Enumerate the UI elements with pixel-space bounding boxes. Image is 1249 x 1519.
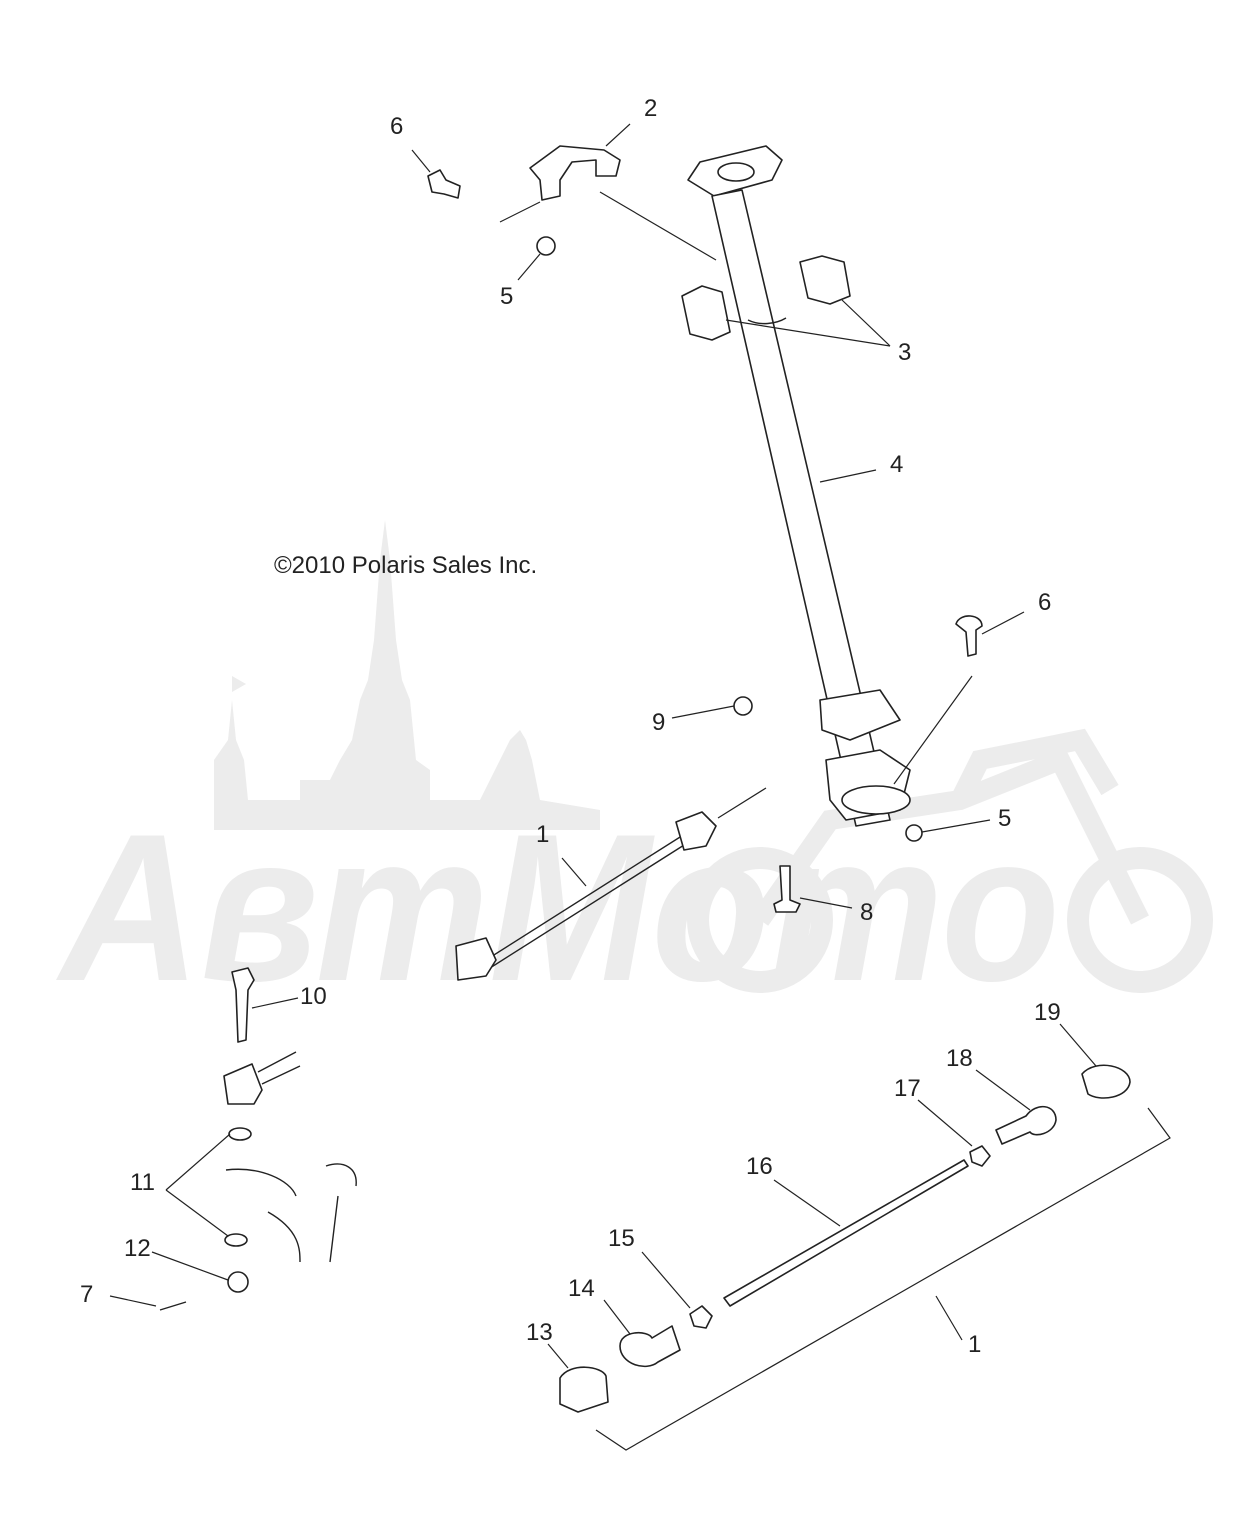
- bolt-part-6a: [427, 169, 461, 199]
- callouts: 2 6 5 3 4 6 9 5 1 8 10 19 18 17 16 11 12…: [80, 95, 1061, 1358]
- ball-joint-part-18: [995, 1105, 1057, 1145]
- nut-part-5a: [536, 236, 556, 256]
- watermark-wheel-right: [1067, 847, 1213, 993]
- callout-16: 16: [746, 1153, 773, 1180]
- nut-part-15: [689, 1305, 713, 1329]
- callout-7: 7: [80, 1281, 93, 1308]
- callout-8: 8: [860, 899, 873, 926]
- watermark-skyline: [214, 520, 600, 830]
- callout-6-right: 6: [1038, 589, 1051, 616]
- bushing-part-3b: [799, 255, 851, 305]
- pin-part-7: [159, 1301, 187, 1311]
- callout-15: 15: [608, 1225, 635, 1252]
- bushing-part-3a: [681, 285, 731, 341]
- tie-rod-assembly: [455, 811, 717, 981]
- nut-part-12: [227, 1271, 249, 1293]
- nut-part-5b: [905, 824, 923, 842]
- callout-1-lower: 1: [968, 1331, 981, 1358]
- callout-13: 13: [526, 1319, 553, 1346]
- callout-17: 17: [894, 1075, 921, 1102]
- callout-14: 14: [568, 1275, 595, 1302]
- nut-part-9: [733, 696, 753, 716]
- watermark-text: АвтМото: [55, 790, 1060, 1025]
- rod-end-left: [223, 1063, 263, 1105]
- steering-post: [687, 145, 911, 827]
- nut-part-17: [969, 1145, 991, 1167]
- callout-12: 12: [124, 1235, 151, 1262]
- callout-5-top: 5: [500, 283, 513, 310]
- callout-18: 18: [946, 1045, 973, 1072]
- callout-10: 10: [300, 983, 327, 1010]
- watermark: АвтМото: [55, 520, 1213, 1025]
- callout-3: 3: [898, 339, 911, 366]
- callout-1-upper: 1: [536, 821, 549, 848]
- spindle-outline: [225, 1163, 357, 1263]
- rod-end-part-13: [559, 1366, 609, 1413]
- bolt-part-10: [231, 967, 255, 1043]
- copyright-text: ©2010 Polaris Sales Inc.: [274, 552, 537, 579]
- callout-5-lower: 5: [998, 805, 1011, 832]
- washer-part-11a: [228, 1127, 252, 1141]
- bolt-part-8: [773, 865, 801, 913]
- callout-4: 4: [890, 451, 903, 478]
- callout-19: 19: [1034, 999, 1061, 1026]
- callout-11: 11: [130, 1169, 155, 1196]
- bolt-part-6b: [955, 615, 983, 657]
- clamp-part-2: [529, 145, 621, 201]
- ball-joint-part-14: [619, 1325, 681, 1368]
- rod-part-16: [723, 1159, 969, 1307]
- watermark-bike-frame: [751, 728, 1149, 926]
- callout-6-top: 6: [390, 113, 403, 140]
- watermark-wheel-left: [687, 847, 833, 993]
- rod-end-part-19: [1081, 1064, 1131, 1099]
- watermark-flag: [232, 676, 246, 700]
- leader-lines: [109, 123, 1171, 1451]
- washer-part-11b: [224, 1233, 248, 1247]
- callout-2: 2: [644, 95, 657, 122]
- callout-9: 9: [652, 709, 665, 736]
